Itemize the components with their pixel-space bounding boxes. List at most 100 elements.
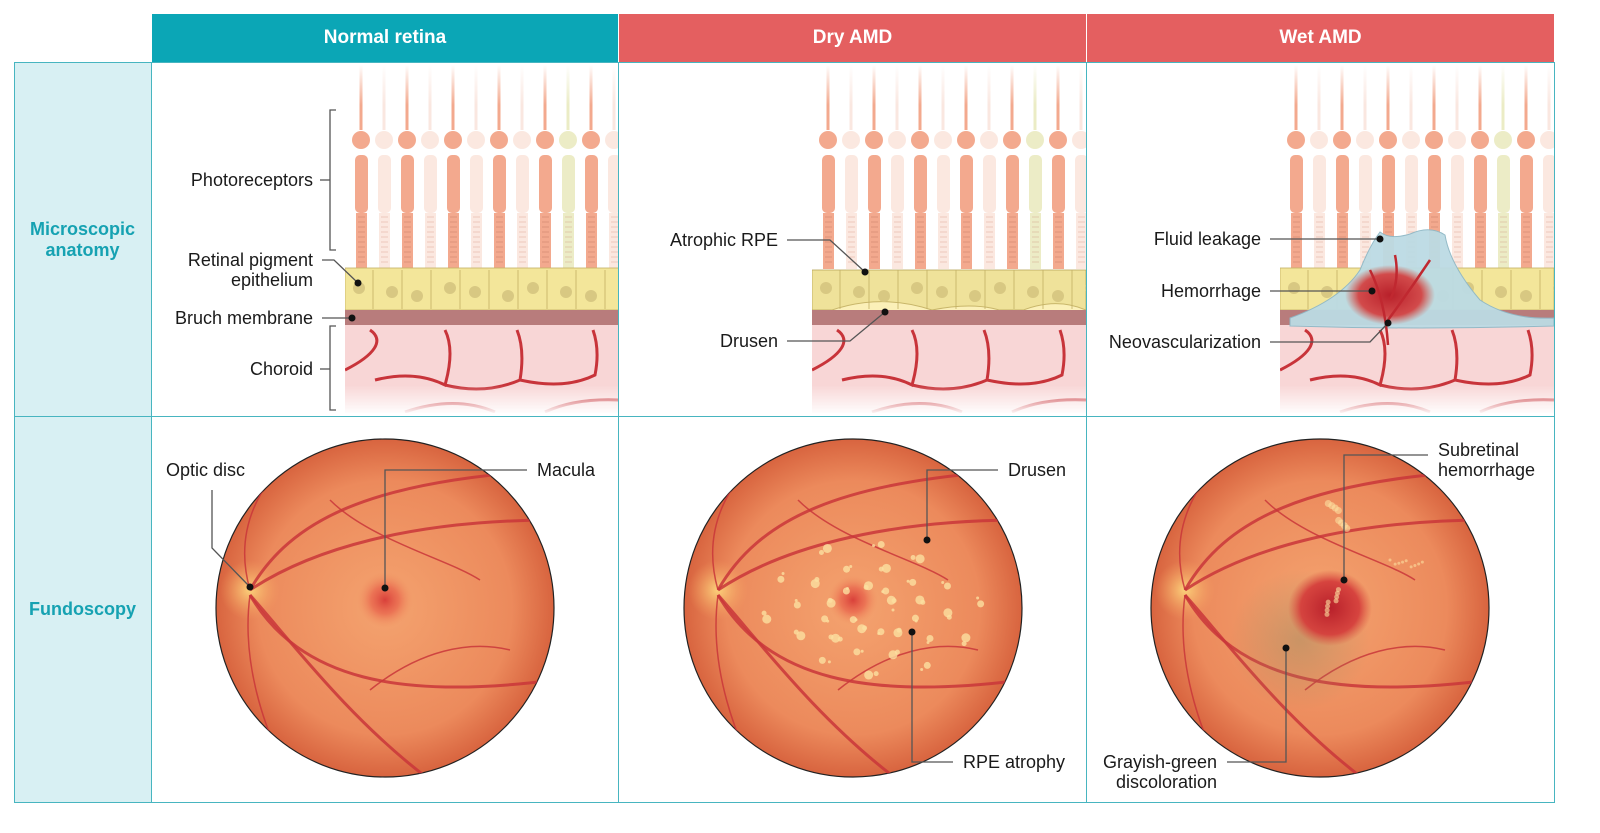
inner-segment: [608, 155, 618, 213]
label-drusen-fundus: Drusen: [1008, 460, 1067, 480]
retinal-vessel: [716, 594, 899, 777]
drusen-spot: [923, 661, 931, 669]
retinal-vessel: [248, 594, 554, 689]
drusen-spot: [1333, 598, 1339, 604]
label-photoreceptors: Photoreceptors: [190, 170, 313, 190]
label-line: discoloration: [1115, 772, 1217, 792]
inner-segment: [1052, 155, 1065, 213]
outer-segment: [356, 213, 367, 269]
rpe-nucleus: [1027, 286, 1039, 298]
inner-segment: [1006, 155, 1019, 213]
outer-segment: [402, 213, 413, 269]
header-label: Dry AMD: [812, 27, 893, 48]
row-label-microscopic: Microscopic anatomy: [14, 63, 151, 416]
photoreceptor-nucleus: [1379, 131, 1397, 149]
retinal-vessel: [717, 518, 1022, 592]
drusen-spot: [810, 579, 820, 589]
drusen-spot: [777, 575, 785, 583]
drusen-spot: [854, 618, 858, 622]
inner-segment: [845, 155, 858, 213]
rpe-nucleus: [411, 290, 423, 302]
retinal-vessel: [716, 594, 1022, 689]
fade: [1280, 385, 1554, 413]
label-fluid-leakage: Fluid leakage: [1153, 229, 1261, 249]
row-label-text: Microscopic anatomy: [29, 218, 136, 260]
rpe-nucleus: [386, 286, 398, 298]
dry-amd-fundus: [683, 438, 1023, 778]
drusen-spot: [926, 641, 930, 645]
rpe-nucleus: [936, 286, 948, 298]
photoreceptor-nucleus: [888, 131, 906, 149]
choroid-vessels: [345, 328, 618, 413]
outer-segment: [938, 213, 949, 269]
photoreceptor-nucleus: [842, 131, 860, 149]
inner-segment: [1029, 155, 1042, 213]
drusen-spot: [827, 660, 831, 664]
rpe-nucleus: [444, 282, 456, 294]
normal-retina-fundus: [215, 438, 555, 778]
fade: [345, 65, 618, 105]
inner-segment: [868, 155, 881, 213]
inner-segment: [585, 155, 598, 213]
photoreceptor-nucleus: [1356, 131, 1374, 149]
outer-segment: [1521, 213, 1532, 269]
retinal-vessel: [248, 594, 431, 777]
rpe-nucleus: [820, 282, 832, 294]
outer-segment: [892, 213, 903, 269]
inner-segment: [447, 155, 460, 213]
rpe-nucleus: [994, 282, 1006, 294]
neovascularization: [1368, 254, 1432, 346]
photoreceptor-nucleus: [865, 131, 883, 149]
retinal-vessel: [716, 468, 1022, 591]
inner-segment: [1451, 155, 1464, 213]
outer-segment: [1337, 213, 1348, 269]
photoreceptor-nucleus: [536, 131, 554, 149]
drusen-spot: [793, 601, 801, 609]
inner-segment: [1520, 155, 1533, 213]
dry-amd-microscopic: [812, 65, 1086, 413]
retinal-vessel: [248, 468, 554, 591]
inner-segment: [1497, 155, 1510, 213]
drusen-spot: [1393, 562, 1397, 566]
subretinal-hemorrhage: [1288, 570, 1372, 646]
photoreceptor-nucleus: [582, 131, 600, 149]
rpe-nucleus: [1321, 286, 1333, 298]
outer-segment: [1314, 213, 1325, 269]
outer-segment: [1452, 213, 1463, 269]
photoreceptor-nucleus: [513, 131, 531, 149]
drusen-spot: [862, 625, 868, 631]
photoreceptor-nucleus: [1540, 131, 1554, 149]
header-dry-amd: Dry AMD: [619, 14, 1086, 62]
photoreceptor-nucleus: [1026, 131, 1044, 149]
inner-segment: [1336, 155, 1349, 213]
photoreceptor-nucleus: [1471, 131, 1489, 149]
inner-segment: [1543, 155, 1554, 213]
label-rpe-line2: epithelium: [230, 270, 313, 290]
outer-segment: [915, 213, 926, 269]
drusen-spot: [891, 608, 895, 612]
drusen-spot: [831, 633, 841, 643]
photoreceptor-nucleus: [398, 131, 416, 149]
drusen-spot: [1325, 599, 1331, 605]
rpe-nucleus: [469, 286, 481, 298]
bruch-membrane: [345, 310, 618, 325]
drusen-spot: [961, 633, 971, 643]
drusen-spot: [882, 587, 890, 595]
photoreceptor-nucleus: [467, 131, 485, 149]
inner-segment: [378, 155, 391, 213]
row-label-fundoscopy: Fundoscopy: [14, 417, 151, 802]
inner-segment: [401, 155, 414, 213]
drusen-spot: [762, 614, 772, 624]
outer-segment: [517, 213, 528, 269]
label-optic-disc: Optic disc: [166, 460, 246, 480]
outer-segment: [379, 213, 390, 269]
drusen-spot: [977, 600, 985, 608]
inner-segment: [960, 155, 973, 213]
photoreceptor-nucleus: [1402, 131, 1420, 149]
drusen-spot: [781, 571, 785, 575]
inner-segment: [1359, 155, 1372, 213]
drusen-spot: [1397, 561, 1401, 565]
photoreceptor-nucleus: [957, 131, 975, 149]
